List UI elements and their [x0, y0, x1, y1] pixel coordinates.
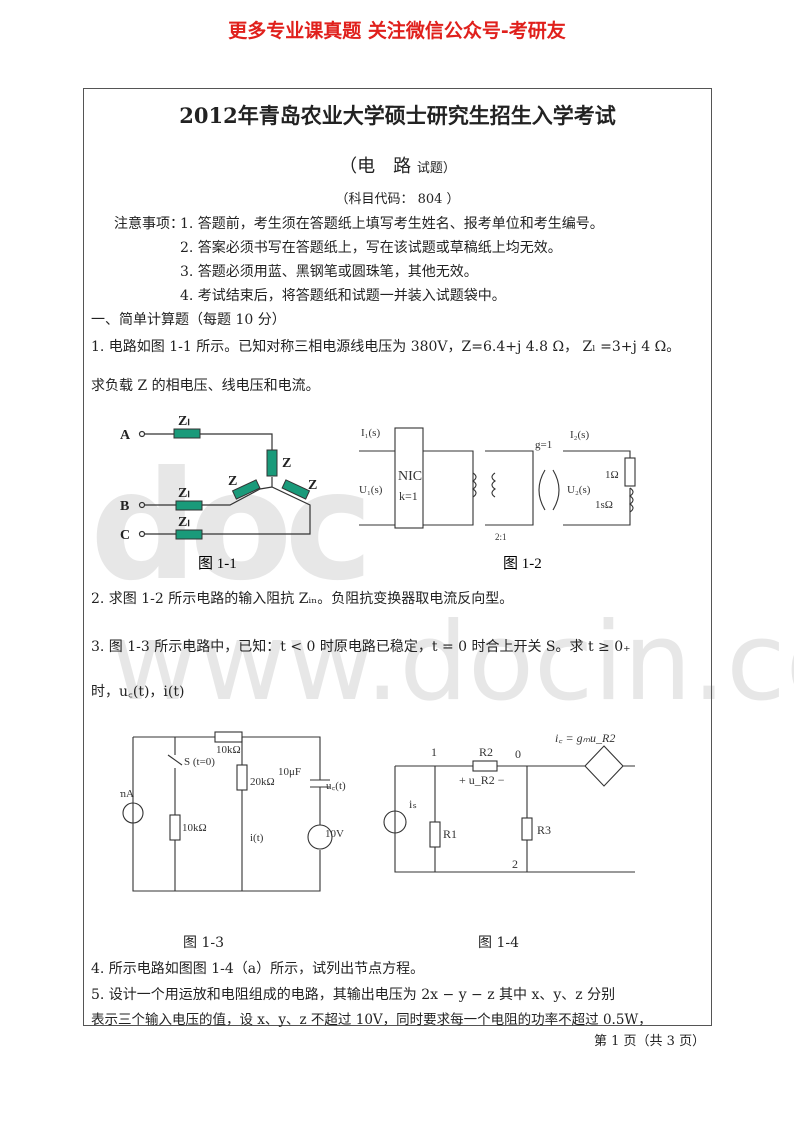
label-zl: Zₗ — [178, 486, 190, 501]
note-item: 4. 考试结束后，将答题纸和试题一并装入试题袋中。 — [180, 288, 506, 304]
question-3-cont: 时，u꜀(t)，i(t) — [91, 684, 185, 700]
resistor-1ohm: 1Ω — [605, 469, 619, 481]
subject-suffix: 试题） — [416, 161, 456, 176]
question-4: 4. 所示电路如图图 1-4（a）所示，试列出节点方程。 — [91, 961, 425, 977]
label-i2: I₂(s) — [570, 429, 589, 441]
gyrator-g: g=1 — [535, 439, 552, 451]
terminal-c: C — [120, 528, 130, 543]
resistor-10k-top: 10kΩ — [216, 744, 241, 756]
question-3: 3. 图 1-3 所示电路中，已知：t < 0 时原电路已稳定，t = 0 时合… — [91, 639, 631, 655]
question-2: 2. 求图 1-2 所示电路的输入阻抗 Zᵢₙ。负阻抗变换器取电流反向型。 — [91, 591, 514, 607]
switch-s: S (t=0) — [184, 756, 215, 768]
label-zl: Zₗ — [178, 414, 190, 429]
transformer-ratio: 2:1 — [495, 532, 507, 542]
subject-name: （电 路 — [339, 156, 412, 177]
label-z: Z — [308, 478, 317, 493]
label-is: iₛ — [409, 797, 417, 811]
resistor-10k: 10kΩ — [182, 822, 207, 834]
label-z: Z — [228, 474, 237, 489]
figure-1-4: i꜀ = gₘu_R2 1 0 2 R2 R1 R3 iₛ + u_R2 − — [383, 731, 635, 873]
figure-caption: 图 1-1 — [198, 555, 237, 572]
terminal-a: A — [120, 428, 131, 443]
note-item: 1. 答题前，考生须在答题纸上填写考生姓名、报考单位和考生编号。 — [180, 216, 604, 232]
figure-caption: 图 1-2 — [503, 555, 542, 572]
note-item: 2. 答案必须书写在答题纸上，写在该试题或草稿纸上均无效。 — [180, 240, 562, 256]
figure-1-3-caption: 图 1-3 — [183, 935, 224, 951]
label-zl: Zₗ — [178, 515, 190, 530]
subject-code: （科目代码： 804 ） — [335, 192, 460, 207]
figure-1-2: I₁(s) U₁(s) NIC k=1 2:1 g=1 I₂(s) U₂(s) … — [359, 427, 636, 572]
label-z: Z — [282, 456, 291, 471]
figure-1-1: A B C Zₗ Zₗ Zₗ Z Z Z 图 1-1 — [120, 414, 317, 572]
label-u2: U₂(s) — [567, 484, 591, 496]
inductor-1s: 1sΩ — [595, 499, 613, 511]
dependent-source-eq: i꜀ = gₘu_R2 — [555, 731, 615, 745]
figure-1-4-caption: 图 1-4 — [478, 935, 519, 951]
node-2: 2 — [512, 857, 518, 871]
node-1: 1 — [431, 745, 437, 759]
label-i1: I₁(s) — [361, 427, 380, 439]
label-ur2: + u_R2 − — [459, 773, 505, 787]
nic-label: NIC — [398, 469, 422, 484]
question-5-cont: 表示三个输入电压的值，设 x、y、z 不超过 10V，同时要求每一个电阻的功率不… — [91, 1012, 652, 1028]
note-item: 3. 答题必须用蓝、黑钢笔或圆珠笔，其他无效。 — [180, 264, 478, 280]
exam-frame — [83, 88, 712, 1026]
label-it: i(t) — [250, 832, 264, 844]
resistor-20k: 20kΩ — [250, 776, 275, 788]
page-footer: 第 1 页（共 3 页） — [594, 1034, 706, 1049]
notes-label: 注意事项： — [114, 216, 184, 232]
source-1ma: 1mA — [120, 788, 134, 800]
label-r2: R2 — [479, 745, 493, 759]
label-r1: R1 — [443, 827, 457, 841]
node-0: 0 — [515, 747, 521, 761]
source-10v: 10V — [325, 828, 344, 840]
terminal-b: B — [120, 499, 129, 514]
exam-subject: （电 路 试题） — [83, 152, 712, 178]
question-1: 1. 电路如图 1-1 所示。已知对称三相电源线电压为 380V，Z=6.4+j… — [91, 339, 681, 355]
label-uc: u꜀(t) — [326, 780, 346, 792]
promo-banner: 更多专业课真题 关注微信公众号-考研友 — [228, 20, 566, 42]
exam-title: 2012年青岛农业大学硕士研究生招生入学考试 — [179, 103, 616, 128]
question-5: 5. 设计一个用运放和电阻组成的电路，其输出电压为 2x − y − z 其中 … — [91, 987, 616, 1003]
label-u1: U₁(s) — [359, 484, 383, 496]
figure-1-3: 1mA 10kΩ S (t=0) 10kΩ 20kΩ 10μF u꜀(t) i(… — [120, 731, 346, 892]
nic-k: k=1 — [399, 489, 418, 503]
capacitor-10uf: 10μF — [278, 766, 301, 778]
label-r3: R3 — [537, 823, 551, 837]
section-heading: 一、简单计算题（每题 10 分） — [91, 312, 286, 328]
question-1-cont: 求负载 Z 的相电压、线电压和电流。 — [91, 378, 320, 394]
